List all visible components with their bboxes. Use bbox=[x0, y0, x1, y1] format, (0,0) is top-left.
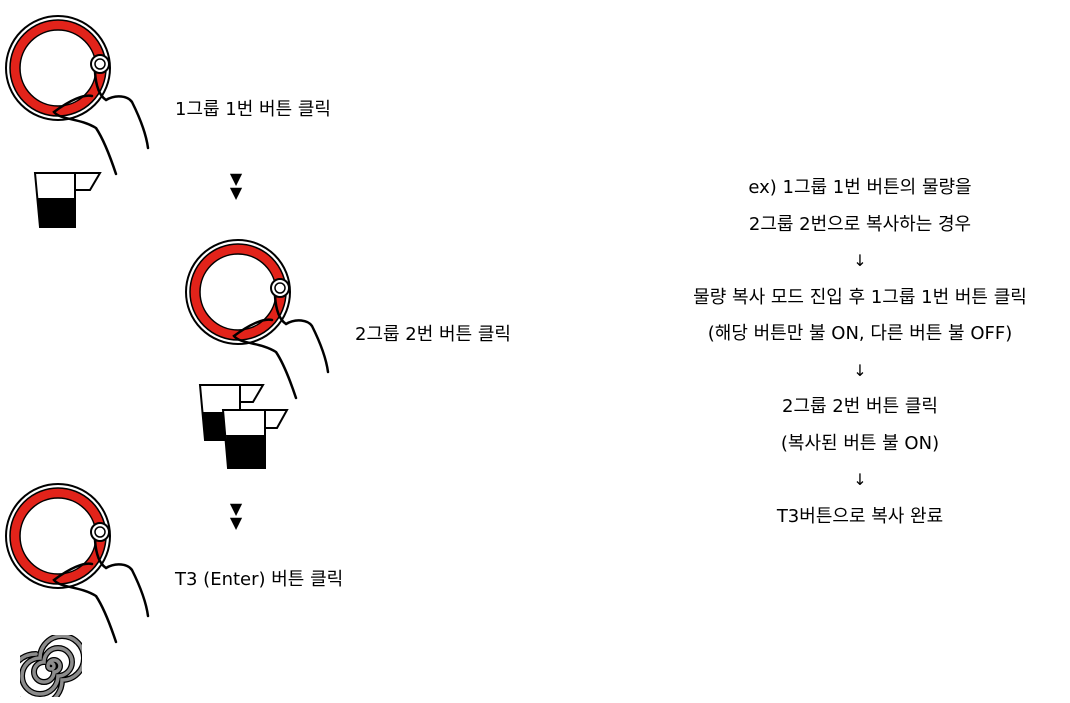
flow-arrow: ↓ bbox=[853, 251, 867, 270]
step-arrow-1: ▼▼ bbox=[229, 169, 243, 202]
knob-press-icon bbox=[5, 15, 150, 176]
double-cup-icon bbox=[198, 384, 289, 469]
step-1-label: 1그룹 1번 버튼 클릭 bbox=[175, 99, 331, 120]
single-cup-icon bbox=[33, 172, 102, 228]
desc-line: 물량 복사 모드 진입 후 1그룹 1번 버튼 클릭 bbox=[693, 286, 1027, 308]
step-arrow-2: ▼▼ bbox=[229, 499, 243, 532]
desc-line: (해당 버튼만 불 ON, 다른 버튼 불 OFF) bbox=[707, 323, 1013, 344]
desc-line: 2그룹 2번 버튼 클릭 bbox=[782, 396, 938, 417]
desc-line: (복사된 버튼 불 ON) bbox=[780, 432, 940, 454]
step-2-label: 2그룹 2번 버튼 클릭 bbox=[355, 324, 511, 345]
description-block: ex) 1그룹 1번 버튼의 물량을 2그룹 2번으로 복사하는 경우 ↓ 물량… bbox=[640, 170, 1070, 535]
knob-press-icon bbox=[185, 239, 330, 400]
desc-line: ex) 1그룹 1번 버튼의 물량을 bbox=[748, 177, 972, 198]
spiral-icon bbox=[20, 635, 82, 697]
desc-line: 2그룹 2번으로 복사하는 경우 bbox=[748, 213, 972, 235]
desc-line: T3버튼으로 복사 완료 bbox=[776, 505, 944, 527]
step-3-label: T3 (Enter) 버튼 클릭 bbox=[175, 569, 344, 590]
knob-press-icon bbox=[5, 483, 150, 644]
flow-arrow: ↓ bbox=[853, 470, 867, 489]
flow-arrow: ↓ bbox=[853, 360, 867, 380]
